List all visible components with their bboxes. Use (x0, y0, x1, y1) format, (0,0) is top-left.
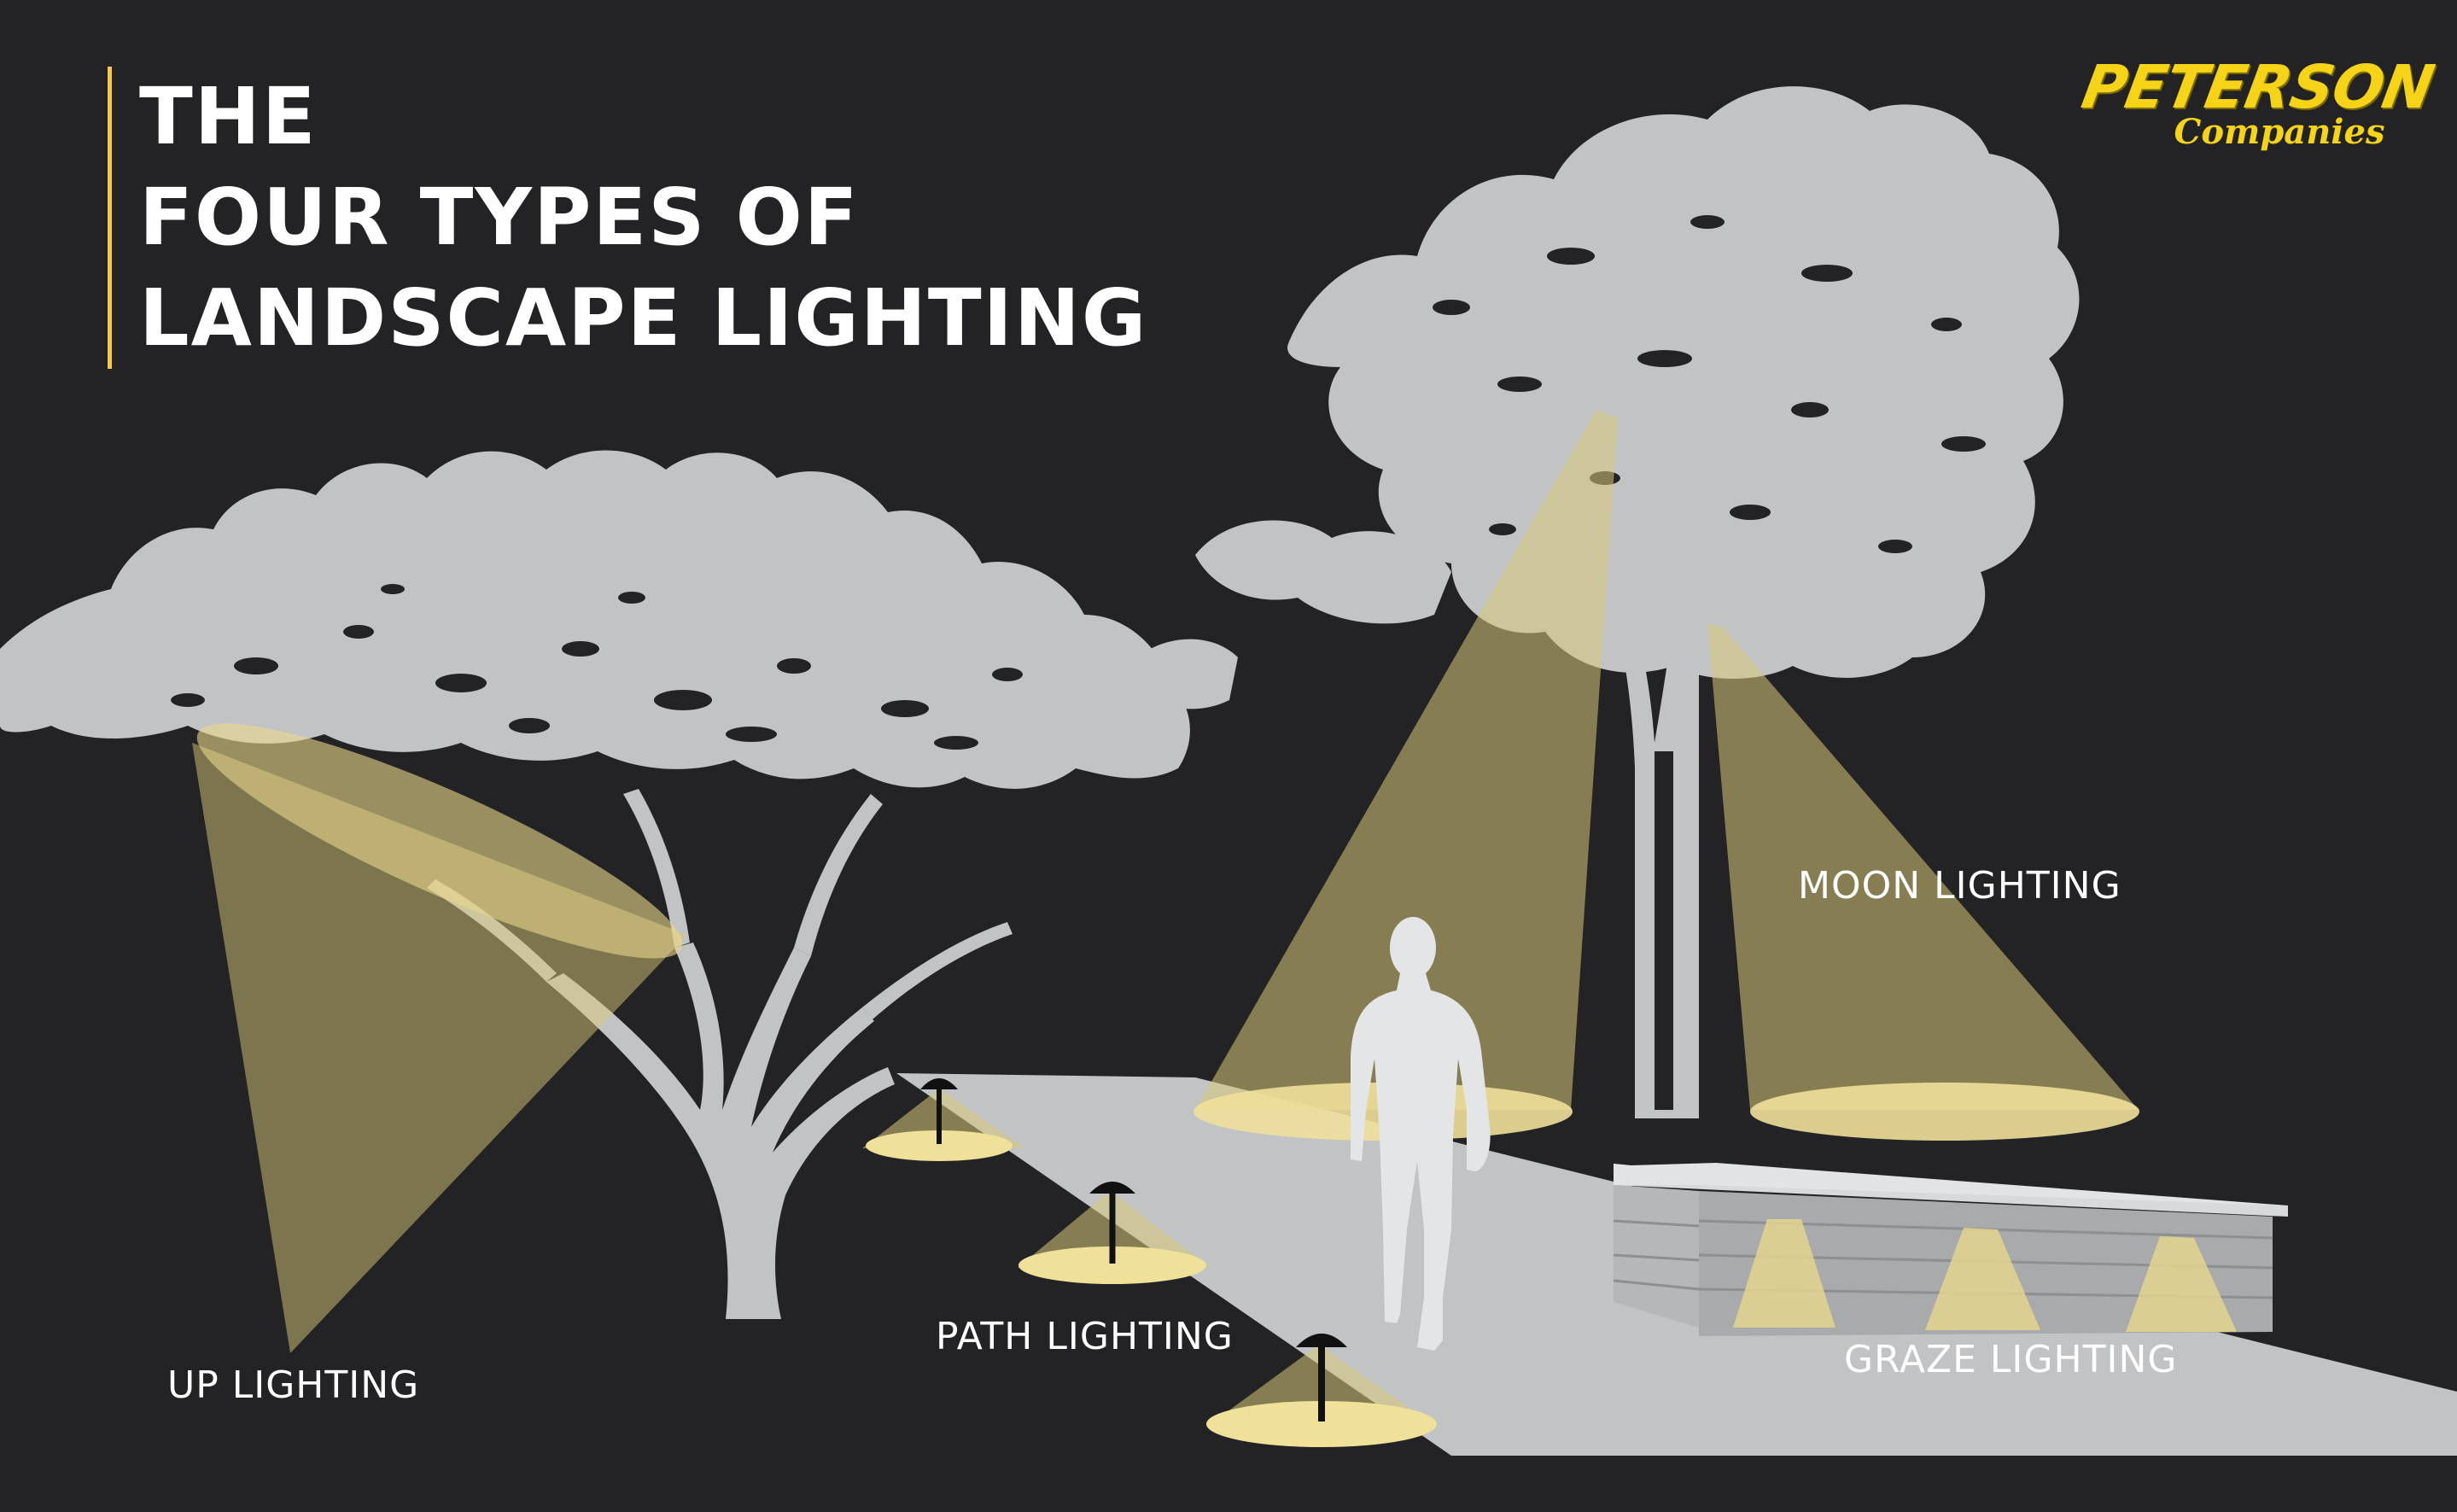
path-lights (862, 1078, 1437, 1447)
logo-brand: PETERSON (2076, 52, 2439, 122)
tall-tree-gaps (1433, 215, 1986, 1110)
person-silhouette (1351, 917, 1491, 1351)
title-block: THE FOUR TYPES OF LANDSCAPE LIGHTING (108, 67, 1147, 369)
title-line-3: LANDSCAPE LIGHTING (139, 272, 1148, 364)
peterson-logo: PETERSON Companies (2077, 52, 2439, 152)
canopy-gaps (171, 584, 1023, 750)
label-moon-lighting: MOON LIGHTING (1798, 864, 2121, 908)
label-path-lighting: PATH LIGHTING (936, 1315, 1234, 1358)
graze-light-beams (1733, 1219, 2237, 1332)
title-line-1: THE (139, 71, 318, 162)
tall-tree (1127, 86, 2080, 1118)
label-graze-lighting: GRAZE LIGHTING (1844, 1338, 2178, 1381)
label-up-lighting: UP LIGHTING (167, 1363, 420, 1407)
up-light-beam (192, 723, 687, 1353)
logo-sub: Companies (2174, 112, 2385, 152)
title-line-2: FOUR TYPES OF (139, 172, 860, 263)
